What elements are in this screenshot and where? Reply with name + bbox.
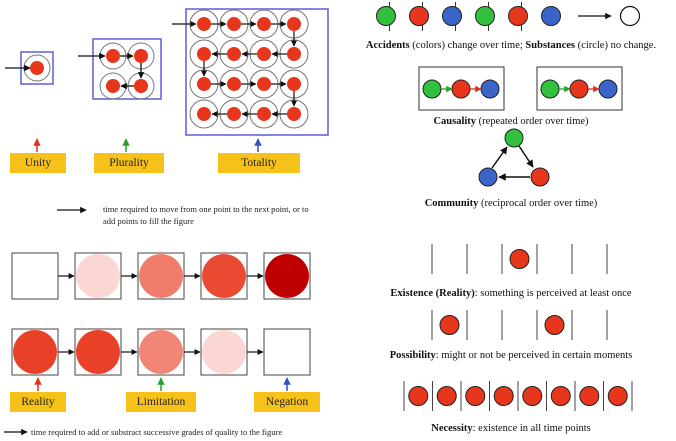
limitation-label: Limitation bbox=[126, 392, 196, 412]
plurality-figure bbox=[78, 38, 162, 100]
community-triangle bbox=[478, 128, 550, 187]
totality-point bbox=[227, 107, 241, 121]
totality-point bbox=[227, 17, 241, 31]
causality-frame-2 bbox=[536, 66, 623, 111]
necessity-point bbox=[522, 386, 543, 406]
necessity-point bbox=[408, 386, 429, 406]
causality-frame-1 bbox=[418, 66, 505, 111]
necessity-point bbox=[493, 386, 514, 406]
possibility-timeline bbox=[431, 310, 608, 340]
necessity-point bbox=[465, 386, 486, 406]
accident-sequence bbox=[376, 2, 561, 31]
necessity-point bbox=[579, 386, 600, 406]
necessity-caption: Necessity: existence in all time points bbox=[431, 423, 591, 434]
quality-row-2-quality-circle bbox=[139, 330, 183, 374]
totality-point bbox=[257, 107, 271, 121]
accidents-caption: Accidents (colors) change over time; Sub… bbox=[365, 40, 657, 51]
causality-caption: Causality (repeated order over time) bbox=[433, 116, 589, 127]
quality-row-1-box bbox=[74, 252, 122, 300]
community-caption: Community (reciprocal order over time) bbox=[424, 198, 598, 209]
existence-caption: Existence (Reality): something is percei… bbox=[390, 288, 632, 299]
quality-row-1-quality-circle bbox=[202, 254, 246, 298]
quality-row-2-box bbox=[263, 328, 311, 376]
necessity-point bbox=[436, 386, 457, 406]
quality-row-2-box bbox=[200, 328, 248, 376]
accident-point bbox=[541, 6, 561, 26]
quality-row-1-box bbox=[11, 252, 59, 300]
totality-point bbox=[197, 77, 211, 91]
totality-point bbox=[197, 107, 211, 121]
totality-frame bbox=[185, 8, 329, 136]
time-note-2: time required to add or substract succes… bbox=[31, 427, 283, 437]
accident-point bbox=[409, 6, 429, 26]
time-note-1: time required to move from one point to … bbox=[103, 204, 309, 226]
accident-point bbox=[475, 6, 495, 26]
accident-point bbox=[376, 6, 396, 26]
totality-point bbox=[257, 17, 271, 31]
necessity-timeline bbox=[403, 381, 633, 411]
totality-point bbox=[287, 77, 301, 91]
quality-row-1-quality-circle bbox=[265, 254, 309, 298]
quality-row-2-quality-circle bbox=[202, 330, 246, 374]
totality-figure bbox=[172, 8, 329, 136]
totality-label: Totality bbox=[218, 153, 300, 173]
plurality-label: Plurality bbox=[94, 153, 164, 173]
necessity-point bbox=[607, 386, 628, 406]
totality-point bbox=[287, 47, 301, 61]
existence-timeline bbox=[431, 244, 608, 274]
totality-point bbox=[257, 77, 271, 91]
possibility-point bbox=[439, 315, 460, 335]
unity-label: Unity bbox=[10, 153, 66, 173]
quality-row-1-quality-circle bbox=[139, 254, 183, 298]
reality-label: Reality bbox=[10, 392, 66, 412]
totality-point bbox=[227, 77, 241, 91]
quality-row-2 bbox=[11, 328, 311, 376]
necessity-point bbox=[550, 386, 571, 406]
quality-row-2-quality-circle bbox=[13, 330, 57, 374]
possibility-caption: Possibility: might or not be perceived i… bbox=[389, 350, 633, 361]
quality-row-1 bbox=[11, 252, 311, 300]
negation-label: Negation bbox=[254, 392, 320, 412]
unity-figure bbox=[5, 51, 54, 85]
totality-point bbox=[287, 107, 301, 121]
totality-point bbox=[227, 47, 241, 61]
quality-row-1-quality-circle bbox=[76, 254, 120, 298]
totality-point bbox=[197, 47, 211, 61]
totality-point bbox=[197, 17, 211, 31]
quality-row-2-quality-circle bbox=[76, 330, 120, 374]
possibility-point bbox=[544, 315, 565, 335]
accident-point bbox=[442, 6, 462, 26]
accident-point bbox=[508, 6, 528, 26]
substance-marker bbox=[578, 5, 641, 27]
totality-point bbox=[287, 17, 301, 31]
totality-point bbox=[257, 47, 271, 61]
existence-point bbox=[509, 249, 530, 269]
